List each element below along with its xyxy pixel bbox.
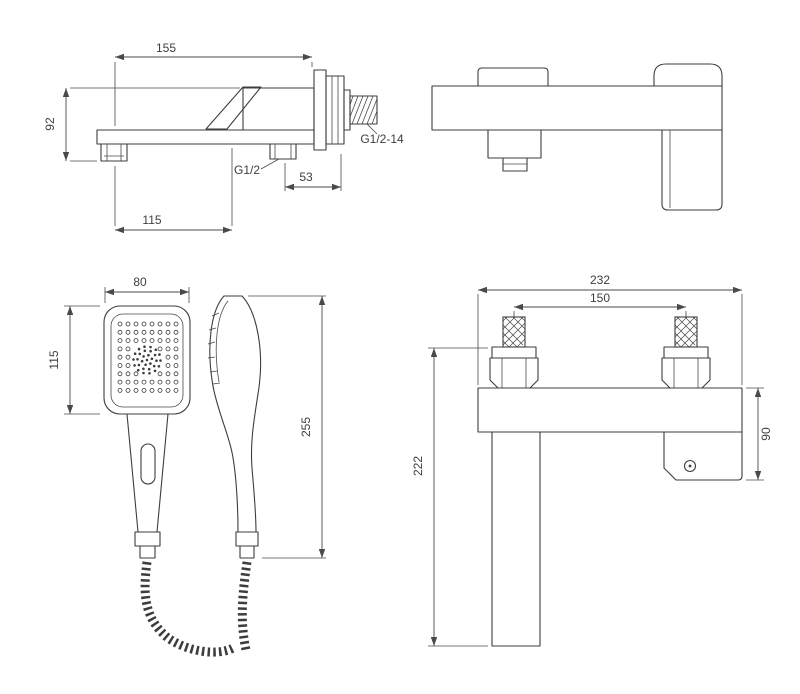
left-valve-stem (502, 316, 526, 348)
shower-face-outline (110, 313, 184, 408)
right-valve-body (661, 346, 711, 389)
handle-front-outline (653, 63, 723, 87)
mixer-body-outline (242, 87, 315, 131)
view-hand-shower: 80 115 (47, 275, 326, 657)
dim-body-length: 155 (156, 41, 176, 55)
label-inlet-thread: G1/2-14 (360, 132, 404, 146)
view-mixer-front (431, 63, 723, 211)
shower-outlet-front (487, 129, 542, 172)
shower-outlet (269, 143, 297, 160)
shower-head-outline (103, 305, 191, 415)
view-mixer-side: 155 92 115 53 G1/2 G1/2-14 (43, 41, 404, 234)
hand-shower-side-profile (207, 295, 262, 651)
view-mixer-front-dimensioned: 232 150 (411, 273, 773, 647)
right-valve-stem (674, 316, 698, 348)
mount-tab-outline (477, 67, 549, 87)
dim-shower-length: 255 (299, 417, 313, 437)
dim-head-height: 115 (47, 350, 61, 369)
left-valve-body (489, 346, 539, 389)
hose-connector (134, 531, 161, 547)
lever-handle-outline (205, 86, 262, 130)
hose-nut (139, 545, 156, 559)
handle-slot (140, 443, 156, 485)
spray-nozzle-center (132, 345, 162, 375)
dim-total-width: 232 (590, 273, 610, 287)
body-bar-outline (477, 387, 743, 433)
shower-hose-front (140, 561, 236, 657)
dim-body-height: 92 (43, 117, 57, 131)
wall-bracket (663, 431, 743, 481)
drop-pipe-outline (491, 431, 541, 647)
dim-total-height: 222 (411, 456, 425, 476)
spray-nozzle-grid (117, 321, 179, 393)
label-outlet-thread: G1/2 (234, 163, 260, 177)
body-bar-outline (431, 85, 723, 131)
dim-right-drop: 90 (759, 427, 773, 441)
dim-valve-spacing: 150 (590, 291, 610, 305)
dim-outlet-offset: 53 (299, 170, 313, 184)
set-screw (683, 459, 697, 473)
shower-handle-outline (126, 413, 169, 533)
drop-column-outline (661, 129, 723, 211)
spout-outline (96, 129, 315, 145)
dim-spout-reach: 115 (142, 213, 161, 227)
wall-connection (313, 69, 378, 151)
spout-nozzle (100, 143, 128, 162)
dim-head-width: 80 (133, 275, 147, 289)
